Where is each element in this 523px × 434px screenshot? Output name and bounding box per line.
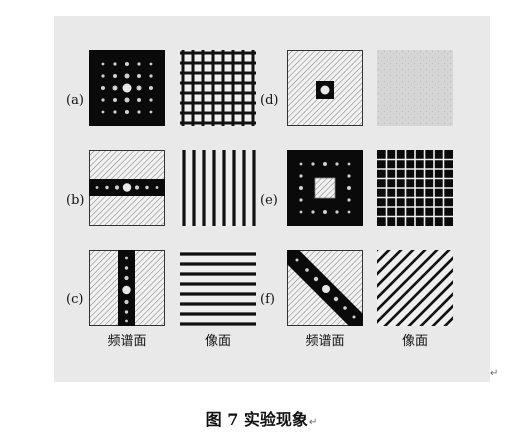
figure-caption: 图 7 实验现象↵ — [0, 406, 523, 430]
panel-e-image-graphic — [377, 150, 453, 226]
row-label-d: (d) — [260, 93, 279, 108]
panel-d-spectrum — [287, 50, 363, 126]
panel-f-spectrum — [287, 250, 363, 326]
panel-a-image — [180, 50, 256, 126]
panel-c-spectrum-graphic — [89, 250, 165, 326]
panel-c-spectrum — [89, 250, 165, 326]
panel-d-image — [377, 50, 453, 126]
panel-a-image-graphic — [180, 50, 256, 126]
row-label-c: (c) — [66, 292, 84, 307]
panel-e-spectrum — [287, 150, 363, 226]
figure-caption-text: 图 7 实验现象 — [205, 410, 308, 429]
panel-c-image — [180, 250, 256, 326]
row-label-a: (a) — [66, 93, 84, 108]
panel-f-image — [377, 250, 453, 326]
panel-f-spectrum-graphic — [287, 250, 363, 326]
caption-return-mark: ↵ — [308, 417, 318, 428]
figure-return-mark: ↵ — [490, 368, 499, 379]
panel-b-spectrum — [89, 150, 165, 226]
col-label-spectrum-right: 频谱面 — [305, 334, 345, 349]
col-label-image-right: 像面 — [401, 334, 428, 349]
row-label-b: (b) — [66, 193, 85, 208]
col-label-image-left: 像面 — [204, 334, 231, 349]
col-label-spectrum-left: 频谱面 — [107, 334, 147, 349]
panel-f-image-graphic — [377, 250, 453, 326]
row-label-e: (e) — [260, 193, 278, 208]
panel-d-image-graphic — [377, 50, 453, 126]
experiment-figure: (a) (b) (c) (d) (e) (f) — [54, 16, 490, 382]
panel-d-spectrum-graphic — [287, 50, 363, 126]
panel-a-spectrum-graphic — [89, 50, 165, 126]
panel-b-image-graphic — [180, 150, 256, 226]
panel-e-spectrum-graphic — [287, 150, 363, 226]
panel-e-image — [377, 150, 453, 226]
row-label-f: (f) — [260, 292, 275, 307]
panel-a-spectrum — [89, 50, 165, 126]
panel-b-spectrum-graphic — [89, 150, 165, 226]
panel-b-image — [180, 150, 256, 226]
panel-c-image-graphic — [180, 250, 256, 326]
